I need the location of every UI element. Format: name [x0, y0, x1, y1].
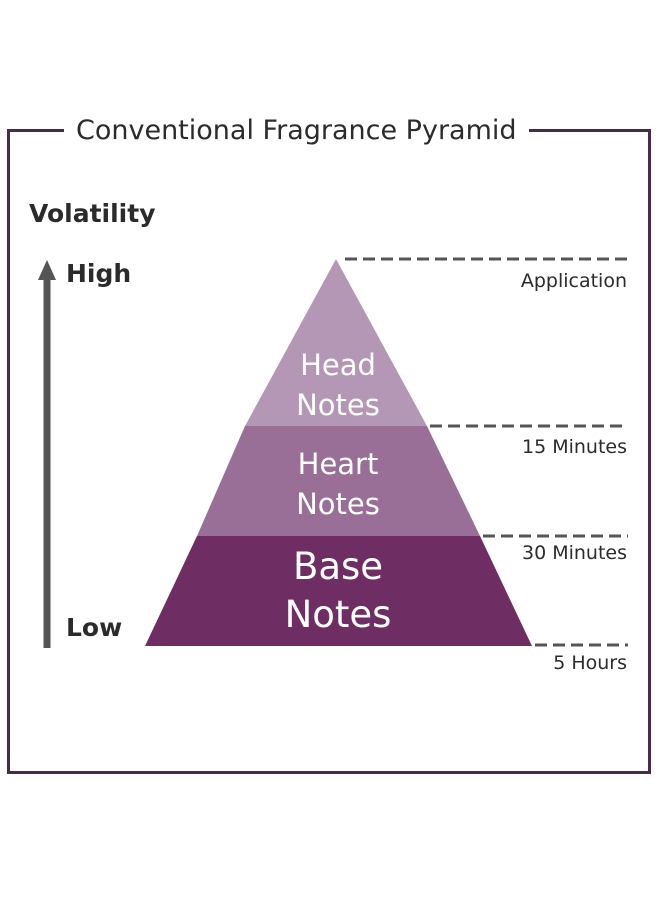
head-notes-line2: Notes	[296, 388, 380, 422]
head-notes-label: Head Notes	[238, 345, 438, 425]
head-notes-line1: Head	[300, 348, 376, 382]
thirty-minutes-time-label: 30 Minutes	[521, 542, 627, 564]
base-notes-line1: Base	[292, 545, 384, 588]
volatility-label: Volatility	[29, 199, 156, 228]
heart-notes-label: Heart Notes	[238, 444, 438, 524]
heart-notes-line1: Heart	[297, 447, 379, 481]
base-notes-line2: Notes	[284, 593, 392, 636]
five-hours-time-label: 5 Hours	[553, 652, 627, 674]
base-notes-label: Base Notes	[238, 543, 438, 639]
low-label: Low	[66, 613, 123, 642]
high-label: High	[66, 259, 132, 288]
volatility-arrow-head	[38, 260, 56, 280]
application-time-label: Application	[520, 270, 627, 292]
base-notes-layer	[145, 536, 532, 646]
head-notes-layer	[245, 259, 427, 426]
heart-notes-layer	[197, 426, 480, 536]
heart-notes-line2: Notes	[296, 487, 380, 521]
fifteen-minutes-time-label: 15 Minutes	[521, 436, 627, 458]
diagram-title: Conventional Fragrance Pyramid	[64, 113, 529, 149]
